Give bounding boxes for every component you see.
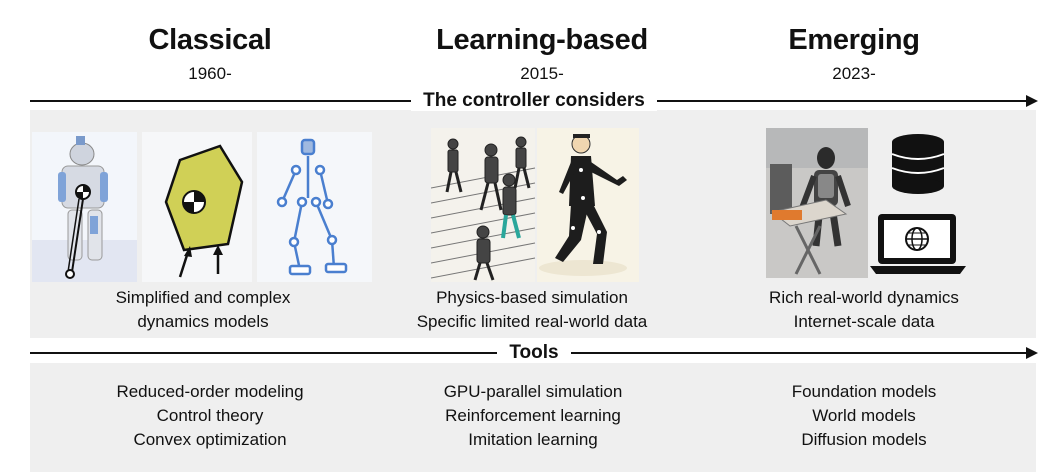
controller-arrow: The controller considers [30,90,1038,111]
support-polygon-icon [164,144,244,278]
tool-item: Convex optimization [133,430,287,449]
era-title-emerging: Emerging [788,24,920,56]
arrow-head-icon [1026,347,1038,359]
caption-line: Physics-based simulation [436,288,628,307]
tool-item: GPU-parallel simulation [443,382,623,401]
era-year-classical: 1960- [188,64,232,83]
tool-item: Control theory [156,406,264,425]
tools-arrow-label: Tools [497,342,571,363]
tools-classical: Reduced-order modeling Control theory Co… [60,380,360,452]
database-icon [891,134,945,194]
caption-line: Specific limited real-world data [416,312,648,331]
era-year-learning: 2015- [520,64,564,83]
tool-item: Imitation learning [468,430,598,449]
tool-item: World models [812,406,916,425]
caption-line: Rich real-world dynamics [769,288,959,307]
tools-arrow: Tools [30,342,1038,363]
arrow-head-icon [1026,95,1038,107]
caption-line: Simplified and complex [115,288,291,307]
tools-band [30,363,1036,472]
era-title-learning: Learning-based [436,24,648,56]
robot-skeleton-icon [276,138,348,276]
robot-crowd-icon [445,136,531,281]
caption-line: Internet-scale data [793,312,935,331]
era-year-emerging: 2023- [832,64,876,83]
tools-learning: GPU-parallel simulation Reinforcement le… [383,380,683,452]
tools-emerging: Foundation models World models Diffusion… [714,380,1014,452]
emerging-images [766,128,970,278]
era-title-classical: Classical [148,24,272,56]
laptop-globe-icon [870,214,966,274]
caption-emerging: Rich real-world dynamics Internet-scale … [714,286,1014,334]
learning-sketch-images [431,128,639,282]
tool-item: Diffusion models [801,430,927,449]
tool-item: Reduced-order modeling [116,382,304,401]
caption-learning: Physics-based simulation Specific limite… [382,286,682,334]
classical-robot-images [32,132,372,282]
caption-line: dynamics models [137,312,269,331]
tool-item: Reinforcement learning [445,406,621,425]
tool-item: Foundation models [791,382,937,401]
robot-icon [58,136,108,279]
caption-classical: Simplified and complex dynamics models [53,286,353,334]
controller-arrow-label: The controller considers [411,90,657,111]
walking-person-icon [555,134,627,264]
